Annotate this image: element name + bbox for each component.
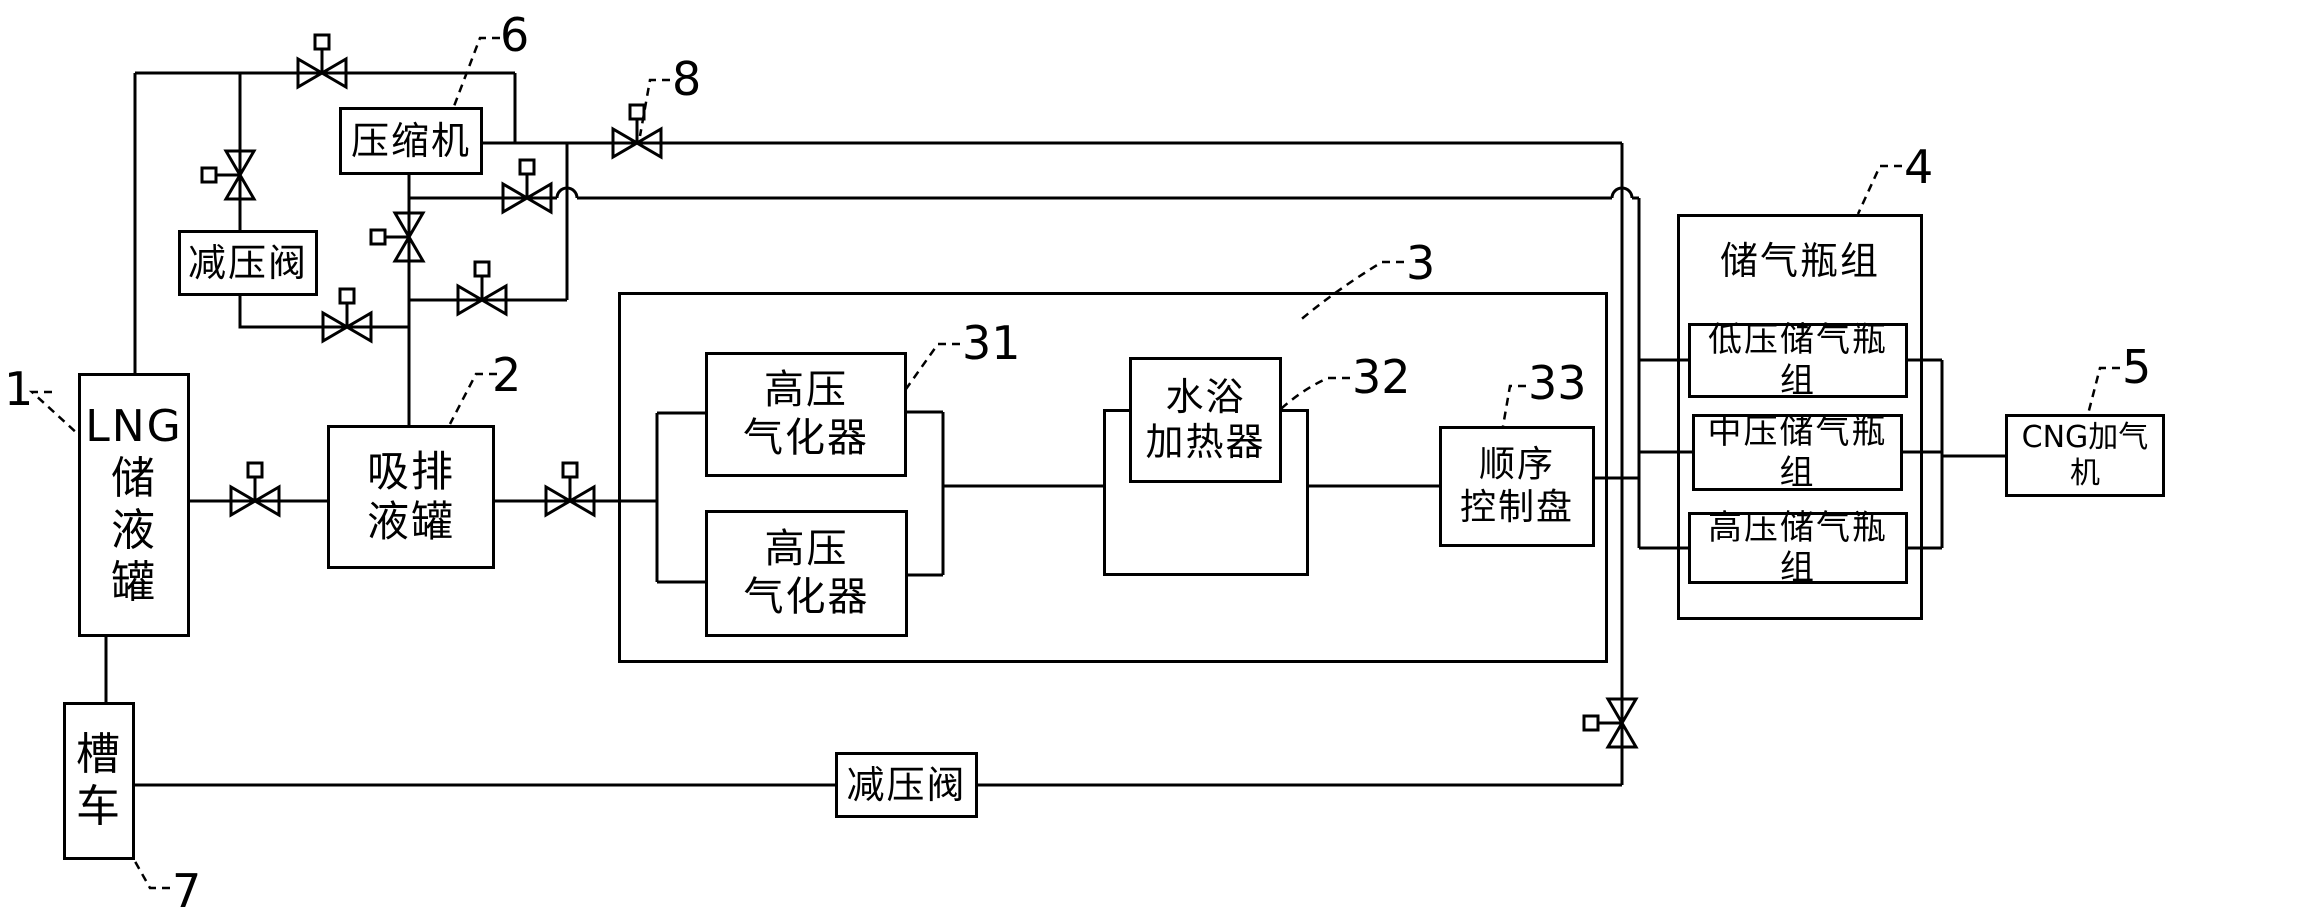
water-bath-heater-box: 水浴 加热器 [1129, 357, 1282, 483]
relief-valve-bottom-label: 减压阀 [846, 762, 967, 807]
lng-tank-label: 液 [111, 505, 157, 556]
valve-icon [456, 260, 508, 317]
valve-icon [369, 211, 426, 263]
hp-vaporizer-bottom-box: 高压 气化器 [705, 510, 908, 637]
lng-storage-tank-box: LNG 储 液 罐 [78, 373, 190, 637]
pipe-crossing-icon [555, 186, 579, 199]
ref-label-7: 7 [172, 864, 202, 917]
ref-label-1: 1 [4, 362, 34, 416]
high-pressure-cylinder-box: 高压储气瓶组 [1688, 508, 1908, 588]
vaporizer-unit-boundary-box [618, 292, 1608, 663]
pipe-lines [104, 71, 2005, 787]
valve-icon [1582, 697, 1639, 749]
ref-label-8: 8 [672, 52, 702, 106]
tank-truck-box: 槽 车 [63, 702, 135, 860]
ref-label-6: 6 [500, 8, 530, 62]
pipe-crossing-icon [1610, 186, 1634, 199]
low-pressure-cylinder-box: 低压储气瓶组 [1688, 320, 1908, 401]
valve-icon [321, 287, 373, 344]
relief-valve-bottom-box: 减压阀 [835, 752, 978, 818]
valve-icon [200, 149, 257, 201]
lng-tank-label: 储 [111, 453, 157, 505]
high-pressure-cylinder-label: 高压储气瓶组 [1708, 507, 1888, 588]
ref-label-33: 33 [1528, 356, 1587, 410]
valve-icon [501, 158, 553, 215]
leader-lines [28, 36, 2120, 890]
lng-tank-label: 罐 [111, 556, 157, 608]
water-bath-heater-label: 水浴 [1165, 375, 1246, 420]
suction-discharge-tank-box: 吸排 液罐 [327, 425, 495, 569]
valve-icon [611, 103, 663, 160]
water-bath-heater-label: 加热器 [1145, 420, 1266, 464]
hp-vaporizer-label: 高压 [764, 367, 848, 414]
ref-label-32: 32 [1352, 350, 1411, 404]
ref-label-31: 31 [962, 316, 1021, 370]
sequence-control-panel-box: 顺序 控制盘 [1439, 426, 1595, 547]
low-pressure-cylinder-label: 低压储气瓶组 [1708, 320, 1888, 401]
valve-icon [229, 461, 281, 518]
mid-pressure-cylinder-box: 中压储气瓶组 [1692, 412, 1903, 493]
mid-pressure-cylinder-label: 中压储气瓶组 [1707, 412, 1888, 493]
lng-tank-label: LNG [85, 401, 183, 453]
tank-truck-label: 车 [76, 781, 122, 832]
sequence-control-panel-label: 控制盘 [1459, 486, 1574, 528]
cng-dispenser-label: CNG加气机 [2021, 420, 2149, 491]
ref-label-4: 4 [1904, 140, 1934, 194]
cylinder-group-title: 储气瓶组 [1719, 239, 1880, 283]
cng-dispenser-box: CNG加气机 [2005, 414, 2165, 497]
compressor-label: 压缩机 [350, 118, 471, 163]
valve-icon [544, 461, 596, 518]
ref-label-5: 5 [2122, 340, 2152, 394]
valve-icon [296, 33, 348, 90]
relief-valve-top-label: 减压阀 [187, 240, 308, 285]
sequence-control-panel-label: 顺序 [1478, 444, 1555, 486]
hp-vaporizer-label: 气化器 [743, 573, 870, 620]
hp-vaporizer-label: 气化器 [743, 414, 869, 461]
tank-truck-label: 槽 [76, 729, 122, 781]
suction-tank-label: 吸排 [366, 447, 455, 497]
cylinder-group-box: 储气瓶组 [1677, 214, 1923, 620]
hp-vaporizer-top-box: 高压 气化器 [705, 352, 907, 477]
suction-tank-label: 液罐 [366, 497, 455, 546]
relief-valve-top-box: 减压阀 [178, 230, 318, 296]
ref-label-2: 2 [492, 348, 522, 402]
compressor-box: 压缩机 [339, 107, 483, 175]
ref-label-3: 3 [1406, 236, 1436, 290]
hp-vaporizer-label: 高压 [764, 526, 849, 573]
